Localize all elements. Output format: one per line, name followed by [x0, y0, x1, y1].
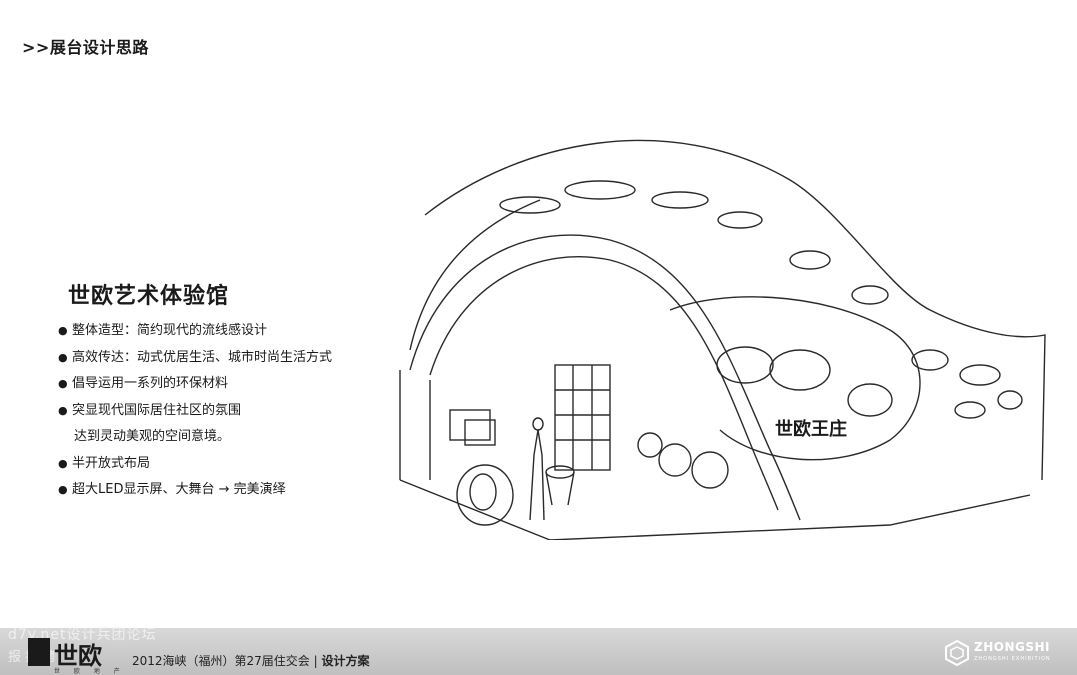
list-item: ●半开放式布局: [58, 455, 151, 471]
list-item: ●整体造型：简约现代的流线感设计: [58, 323, 268, 338]
list-item: ●倡导运用一系列的环保材料: [58, 376, 229, 391]
footer-bar: d7y.net设计兵团论坛 报 招 聘 世欧 世 欧 地 产 2012海峡（福州…: [0, 627, 1077, 675]
hexagon-logo-icon: [945, 640, 969, 666]
pavilion-title: 世欧艺术体验馆: [68, 284, 230, 309]
footer-caption: 2012海峡（福州）第27届住交会 | 设计方案: [132, 654, 370, 668]
shiou-logo: 世欧 世 欧 地 产: [28, 636, 128, 675]
list-item: ●高效传达：动式优居生活、城市时尚生活方式: [58, 349, 333, 365]
list-item-continuation: 达到灵动美观的空间意境。: [74, 429, 231, 444]
logo-subtitle: 世 欧 地 产: [54, 668, 126, 675]
logo-mark-icon: [28, 638, 50, 666]
section-title: >>展台设计思路: [22, 38, 149, 57]
pavilion-sketch: 世欧王庄: [399, 139, 1046, 540]
list-item: ●超大LED显示屏、大舞台 → 完美演绎: [58, 482, 286, 497]
zhongshi-logo: ZHONGSHI ZHONGSHI EXHIBITION: [944, 638, 1064, 668]
company-subtitle: ZHONGSHI EXHIBITION: [974, 656, 1051, 662]
company-name: ZHONGSHI: [974, 640, 1050, 654]
sketch-sign-text: 世欧王庄: [775, 418, 847, 440]
logo-text: 世欧: [54, 641, 102, 670]
list-item: ●突显现代国际居住社区的氛围: [58, 402, 242, 418]
design-bullet-list: ●整体造型：简约现代的流线感设计 ●高效传达：动式优居生活、城市时尚生活方式 ●…: [58, 318, 332, 504]
